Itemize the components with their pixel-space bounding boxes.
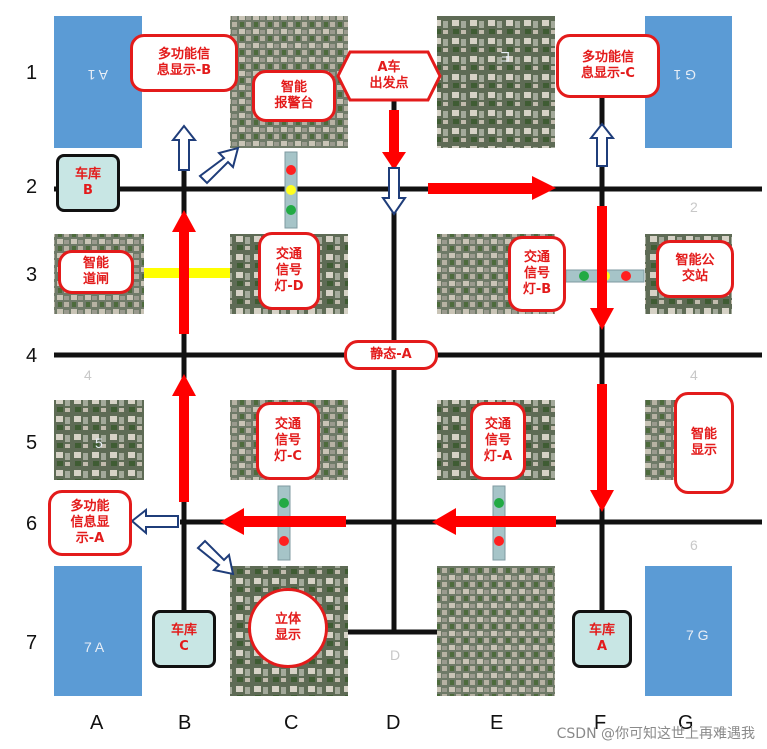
traffic-light-d <box>284 151 298 229</box>
route-arrow-row6-left-east <box>432 508 556 535</box>
faint-row4-right: 4 <box>690 367 698 383</box>
garage-c: 车库 C <box>152 610 216 668</box>
route-arrow-b-up-upper <box>172 210 196 334</box>
route-arrow-row6-left-west <box>220 508 346 535</box>
nav-arrow-d-down <box>381 167 407 216</box>
garage-a: 车库 A <box>572 610 632 668</box>
route-arrow-f-down-lower <box>590 384 614 512</box>
col-label-a: A <box>90 712 104 734</box>
info-display-c: 多功能信 息显示-C <box>556 34 660 98</box>
nav-arrow-b-left <box>130 507 179 536</box>
garage-b: 车库 B <box>56 154 120 212</box>
start-point-label: A车 出发点 <box>369 60 409 91</box>
nav-arrow-b-diag-down <box>196 539 235 576</box>
block-e1 <box>437 16 555 148</box>
route-arrow-b-up-lower <box>172 374 196 502</box>
block-e7 <box>437 566 555 696</box>
route-arrow-d-down <box>382 110 406 170</box>
faint-marks: A 1 G 1 E 2 4 4 5 6 7 A 7 G D <box>84 49 709 663</box>
traffic-signal-a: 交通 信号 灯-A <box>470 402 526 480</box>
info-display-a: 多功能 信息显 示-A <box>48 490 132 556</box>
col-label-e: E <box>490 712 504 734</box>
nav-arrows <box>130 122 616 576</box>
start-point-shape <box>336 50 442 102</box>
row-label-1: 1 <box>26 62 38 84</box>
route-arrow-f-down-upper <box>590 206 614 330</box>
col-label-c: C <box>284 712 299 734</box>
parking-lot-a1 <box>54 16 142 148</box>
route-arrow-row2-right <box>428 176 556 200</box>
row-label-5: 5 <box>26 432 38 454</box>
row-label-7: 7 <box>26 632 38 654</box>
col-label-f: F <box>594 712 607 734</box>
watermark: CSDN @你可知这世上再难遇我 <box>556 726 755 742</box>
faint-col-d: D <box>390 647 400 663</box>
faint-g7: 7 G <box>686 627 709 643</box>
traffic-signal-c: 交通 信号 灯-C <box>256 402 320 480</box>
traffic-signal-d: 交通 信号 灯-D <box>258 232 320 310</box>
parking-lot-a7 <box>54 566 142 696</box>
faint-row4-left: 4 <box>84 367 92 383</box>
route-arrows <box>172 110 614 535</box>
nav-arrow-f-up <box>588 122 616 167</box>
block-a5 <box>54 400 144 480</box>
nav-arrow-b-up <box>170 124 198 171</box>
col-label-g: G <box>678 712 694 734</box>
parking-lots <box>54 16 732 696</box>
faint-a7: 7 A <box>84 639 105 655</box>
faint-e1: E <box>501 49 510 65</box>
row-label-2: 2 <box>26 176 38 198</box>
col-label-d: D <box>386 712 401 734</box>
row-label-4: 4 <box>26 345 38 367</box>
faint-row6: 6 <box>690 537 698 553</box>
parking-lot-g7 <box>645 566 732 696</box>
faint-g1: G 1 <box>673 67 696 83</box>
faint-row2: 2 <box>690 199 698 215</box>
static-display-a: 静态-A <box>344 340 438 370</box>
stereo-display: 立体 显示 <box>248 588 328 668</box>
smart-bus-stop: 智能公 交站 <box>656 240 734 298</box>
row-label-6: 6 <box>26 513 38 535</box>
nav-arrow-b-diag <box>198 146 240 185</box>
smart-gate: 智能 道闸 <box>58 250 134 294</box>
traffic-signal-b: 交通 信号 灯-B <box>508 236 566 312</box>
faint-a1: A 1 <box>88 67 108 83</box>
info-display-b: 多功能信 息显示-B <box>130 34 238 92</box>
smart-display: 智能 显示 <box>674 392 734 494</box>
smart-alarm: 智能 报警台 <box>252 70 336 122</box>
faint-a5: 5 <box>95 435 103 451</box>
col-label-b: B <box>178 712 192 734</box>
row-label-3: 3 <box>26 264 38 286</box>
